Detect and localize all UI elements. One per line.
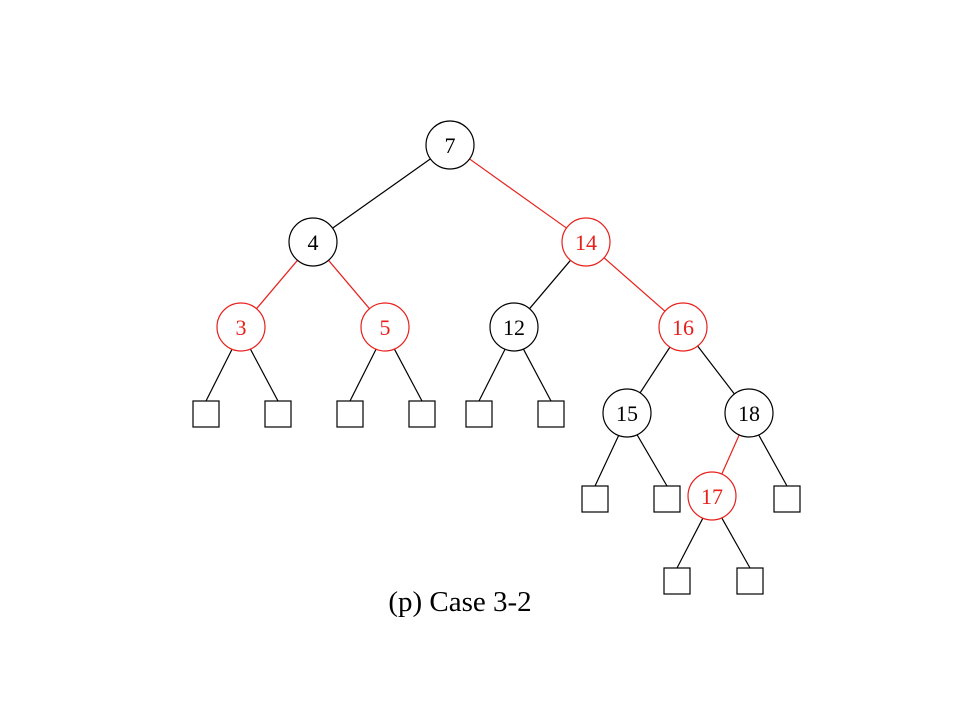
nil-leaf [537,400,565,428]
tree-node-16: 16 [658,302,708,352]
edge-n12-l12a [478,348,506,402]
figure-caption: (p) Case 3-2 [388,586,532,618]
nil-leaf [264,400,292,428]
nil-leaf [653,485,681,513]
node-circle [288,217,338,267]
nil-leaf [336,400,364,428]
edge-n17-l17b [721,517,751,569]
nil-leaf [581,485,609,513]
edge-n12-l12b [522,348,552,402]
tree-node-12: 12 [489,302,539,352]
node-circle [687,471,737,521]
edge-n17-l17a [676,517,704,569]
node-circle [658,302,708,352]
tree-node-3: 3 [216,302,266,352]
nil-leaf [773,485,801,513]
node-label: 14 [575,230,597,255]
node-circle [360,302,410,352]
node-circle [602,388,652,438]
edge-n4-n5 [328,259,370,310]
edge-n4-n3 [256,259,298,310]
node-label: 17 [701,484,723,509]
node-circle [489,302,539,352]
node-label: 16 [672,315,694,340]
edge-n16-n18 [697,345,735,395]
node-label: 3 [236,315,247,340]
edge-n15-l15b [636,434,668,487]
node-label: 15 [616,401,638,426]
node-label: 5 [380,315,391,340]
node-label: 7 [445,133,456,158]
node-circle [425,120,475,170]
edge-n3-l3a [205,348,233,402]
tree-node-15: 15 [602,388,652,438]
nil-leaf [736,567,764,595]
edge-n7-n4 [332,158,431,229]
node-label: 12 [503,315,525,340]
edge-n15-l15a [594,435,620,487]
edge-n14-n12 [529,259,571,310]
tree-node-14: 14 [561,217,611,267]
edge-n3-l3b [249,348,279,402]
edge-n14-n16 [603,257,666,312]
node-label: 18 [738,401,760,426]
node-circle [724,388,774,438]
nil-leaf [408,400,436,428]
nil-leaf [465,400,493,428]
tree-node-18: 18 [724,388,774,438]
node-circle [561,217,611,267]
nil-leaf [663,567,691,595]
edge-n7-n14 [469,158,567,229]
edge-n5-l5b [393,348,423,402]
edge-n18-l18b [758,434,788,487]
edge-n16-n15 [639,346,671,394]
node-circle [216,302,266,352]
tree-node-17: 17 [687,471,737,521]
nil-leaf [192,400,220,428]
edge-n18-n17 [721,434,740,475]
edge-n5-l5a [349,348,377,402]
node-label: 4 [308,230,319,255]
tree-node-5: 5 [360,302,410,352]
tree-node-4: 4 [288,217,338,267]
tree-node-7: 7 [425,120,475,170]
